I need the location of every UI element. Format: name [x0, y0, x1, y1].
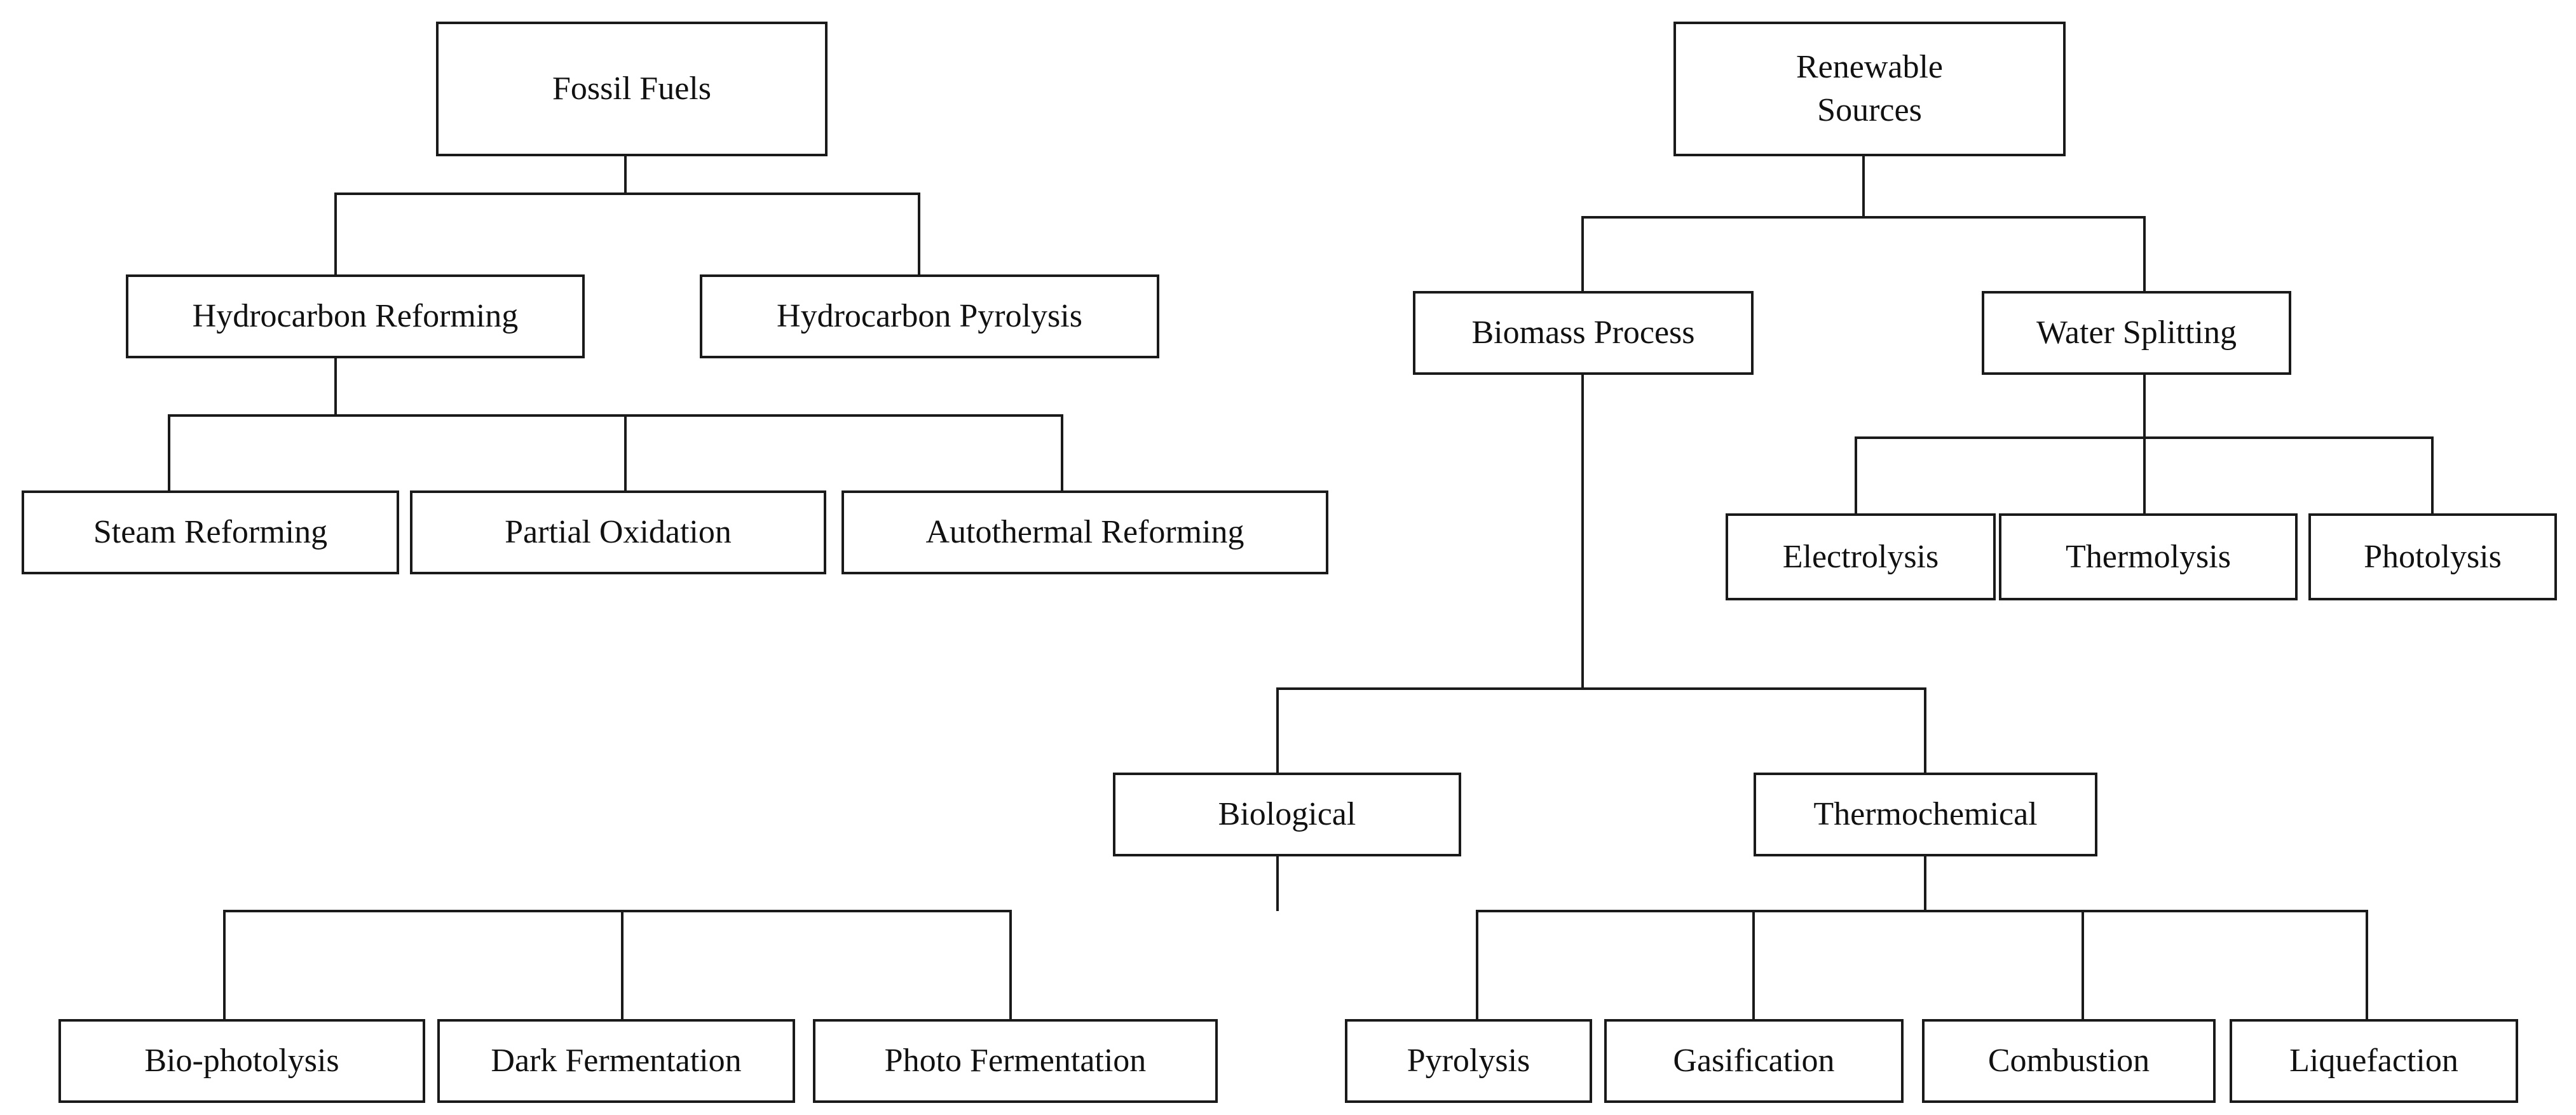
- node-water-splitting: Water Splitting: [1982, 291, 2291, 375]
- connector-line: [1581, 216, 2146, 219]
- connector-line: [1752, 911, 1755, 1019]
- connector-line: [1476, 910, 2368, 912]
- connector-line: [1581, 375, 1584, 689]
- connector-line: [1276, 856, 1279, 911]
- connector-line: [334, 193, 920, 195]
- connector-line: [334, 194, 337, 274]
- connector-line: [918, 194, 920, 274]
- node-pyrolysis: Pyrolysis: [1345, 1019, 1592, 1103]
- node-dark-fermentation: Dark Fermentation: [437, 1019, 795, 1103]
- node-biological: Biological: [1113, 773, 1461, 856]
- connector-line: [1862, 156, 1865, 217]
- node-steam-reforming: Steam Reforming: [22, 490, 399, 574]
- connector-line: [2143, 375, 2146, 438]
- node-combustion: Combustion: [1922, 1019, 2216, 1103]
- connector-line: [621, 911, 624, 1019]
- node-hydrocarbon-reforming: Hydrocarbon Reforming: [126, 274, 585, 358]
- connector-line: [1924, 689, 1926, 773]
- connector-line: [1276, 689, 1279, 773]
- connector-line: [2366, 911, 2368, 1019]
- connector-line: [1476, 911, 1478, 1019]
- node-biomass-process: Biomass Process: [1413, 291, 1754, 375]
- node-fossil-fuels: Fossil Fuels: [436, 22, 828, 156]
- connector-line: [1581, 217, 1584, 291]
- connector-line: [168, 414, 1063, 417]
- connector-line: [2143, 217, 2146, 291]
- node-liquefaction: Liquefaction: [2230, 1019, 2518, 1103]
- connector-line: [223, 911, 226, 1019]
- node-thermolysis: Thermolysis: [1999, 513, 2298, 600]
- connector-line: [1009, 911, 1012, 1019]
- node-hydrocarbon-pyrolysis: Hydrocarbon Pyrolysis: [700, 274, 1159, 358]
- connector-line: [334, 358, 337, 416]
- node-photolysis: Photolysis: [2308, 513, 2557, 600]
- node-partial-oxidation: Partial Oxidation: [410, 490, 826, 574]
- node-thermochemical: Thermochemical: [1754, 773, 2097, 856]
- connector-line: [1855, 438, 1857, 513]
- connector-line: [624, 156, 627, 194]
- connector-line: [168, 416, 170, 490]
- connector-line: [1924, 856, 1926, 911]
- node-bio-photolysis: Bio-photolysis: [58, 1019, 425, 1103]
- node-autothermal-reforming: Autothermal Reforming: [842, 490, 1328, 574]
- connector-line: [2431, 438, 2434, 513]
- connector-line: [223, 910, 1012, 912]
- connector-line: [2143, 438, 2146, 513]
- node-photo-fermentation: Photo Fermentation: [813, 1019, 1218, 1103]
- node-electrolysis: Electrolysis: [1726, 513, 1996, 600]
- connector-line: [2082, 911, 2084, 1019]
- connector-line: [1276, 687, 1926, 690]
- node-renewable-sources: Renewable Sources: [1673, 22, 2066, 156]
- connector-line: [624, 416, 627, 490]
- connector-line: [1061, 416, 1063, 490]
- node-gasification: Gasification: [1604, 1019, 1904, 1103]
